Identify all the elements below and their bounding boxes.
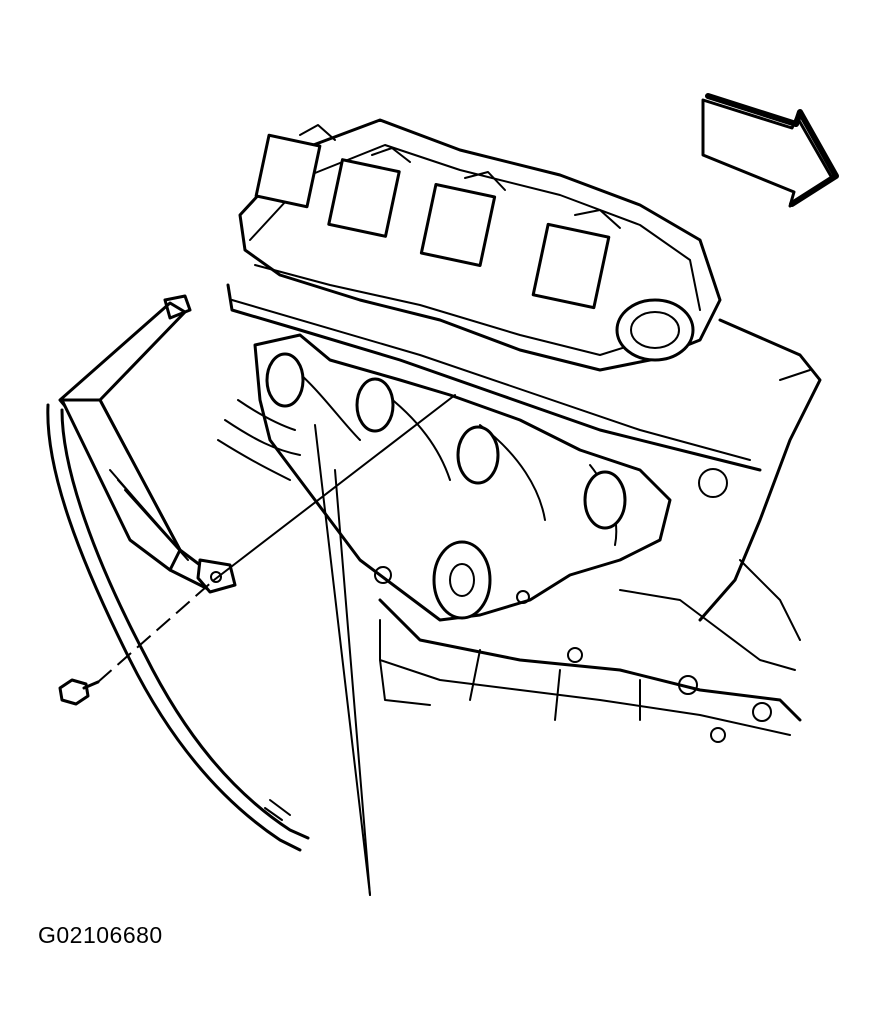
figure-id-label: G02106680	[38, 922, 163, 948]
engine-block	[217, 118, 822, 743]
mounting-bolt-icon	[58, 394, 456, 706]
oil-level-indicator-tube	[46, 294, 310, 852]
direction-arrow-icon	[701, 93, 839, 208]
callout-leader-lines	[314, 424, 371, 896]
